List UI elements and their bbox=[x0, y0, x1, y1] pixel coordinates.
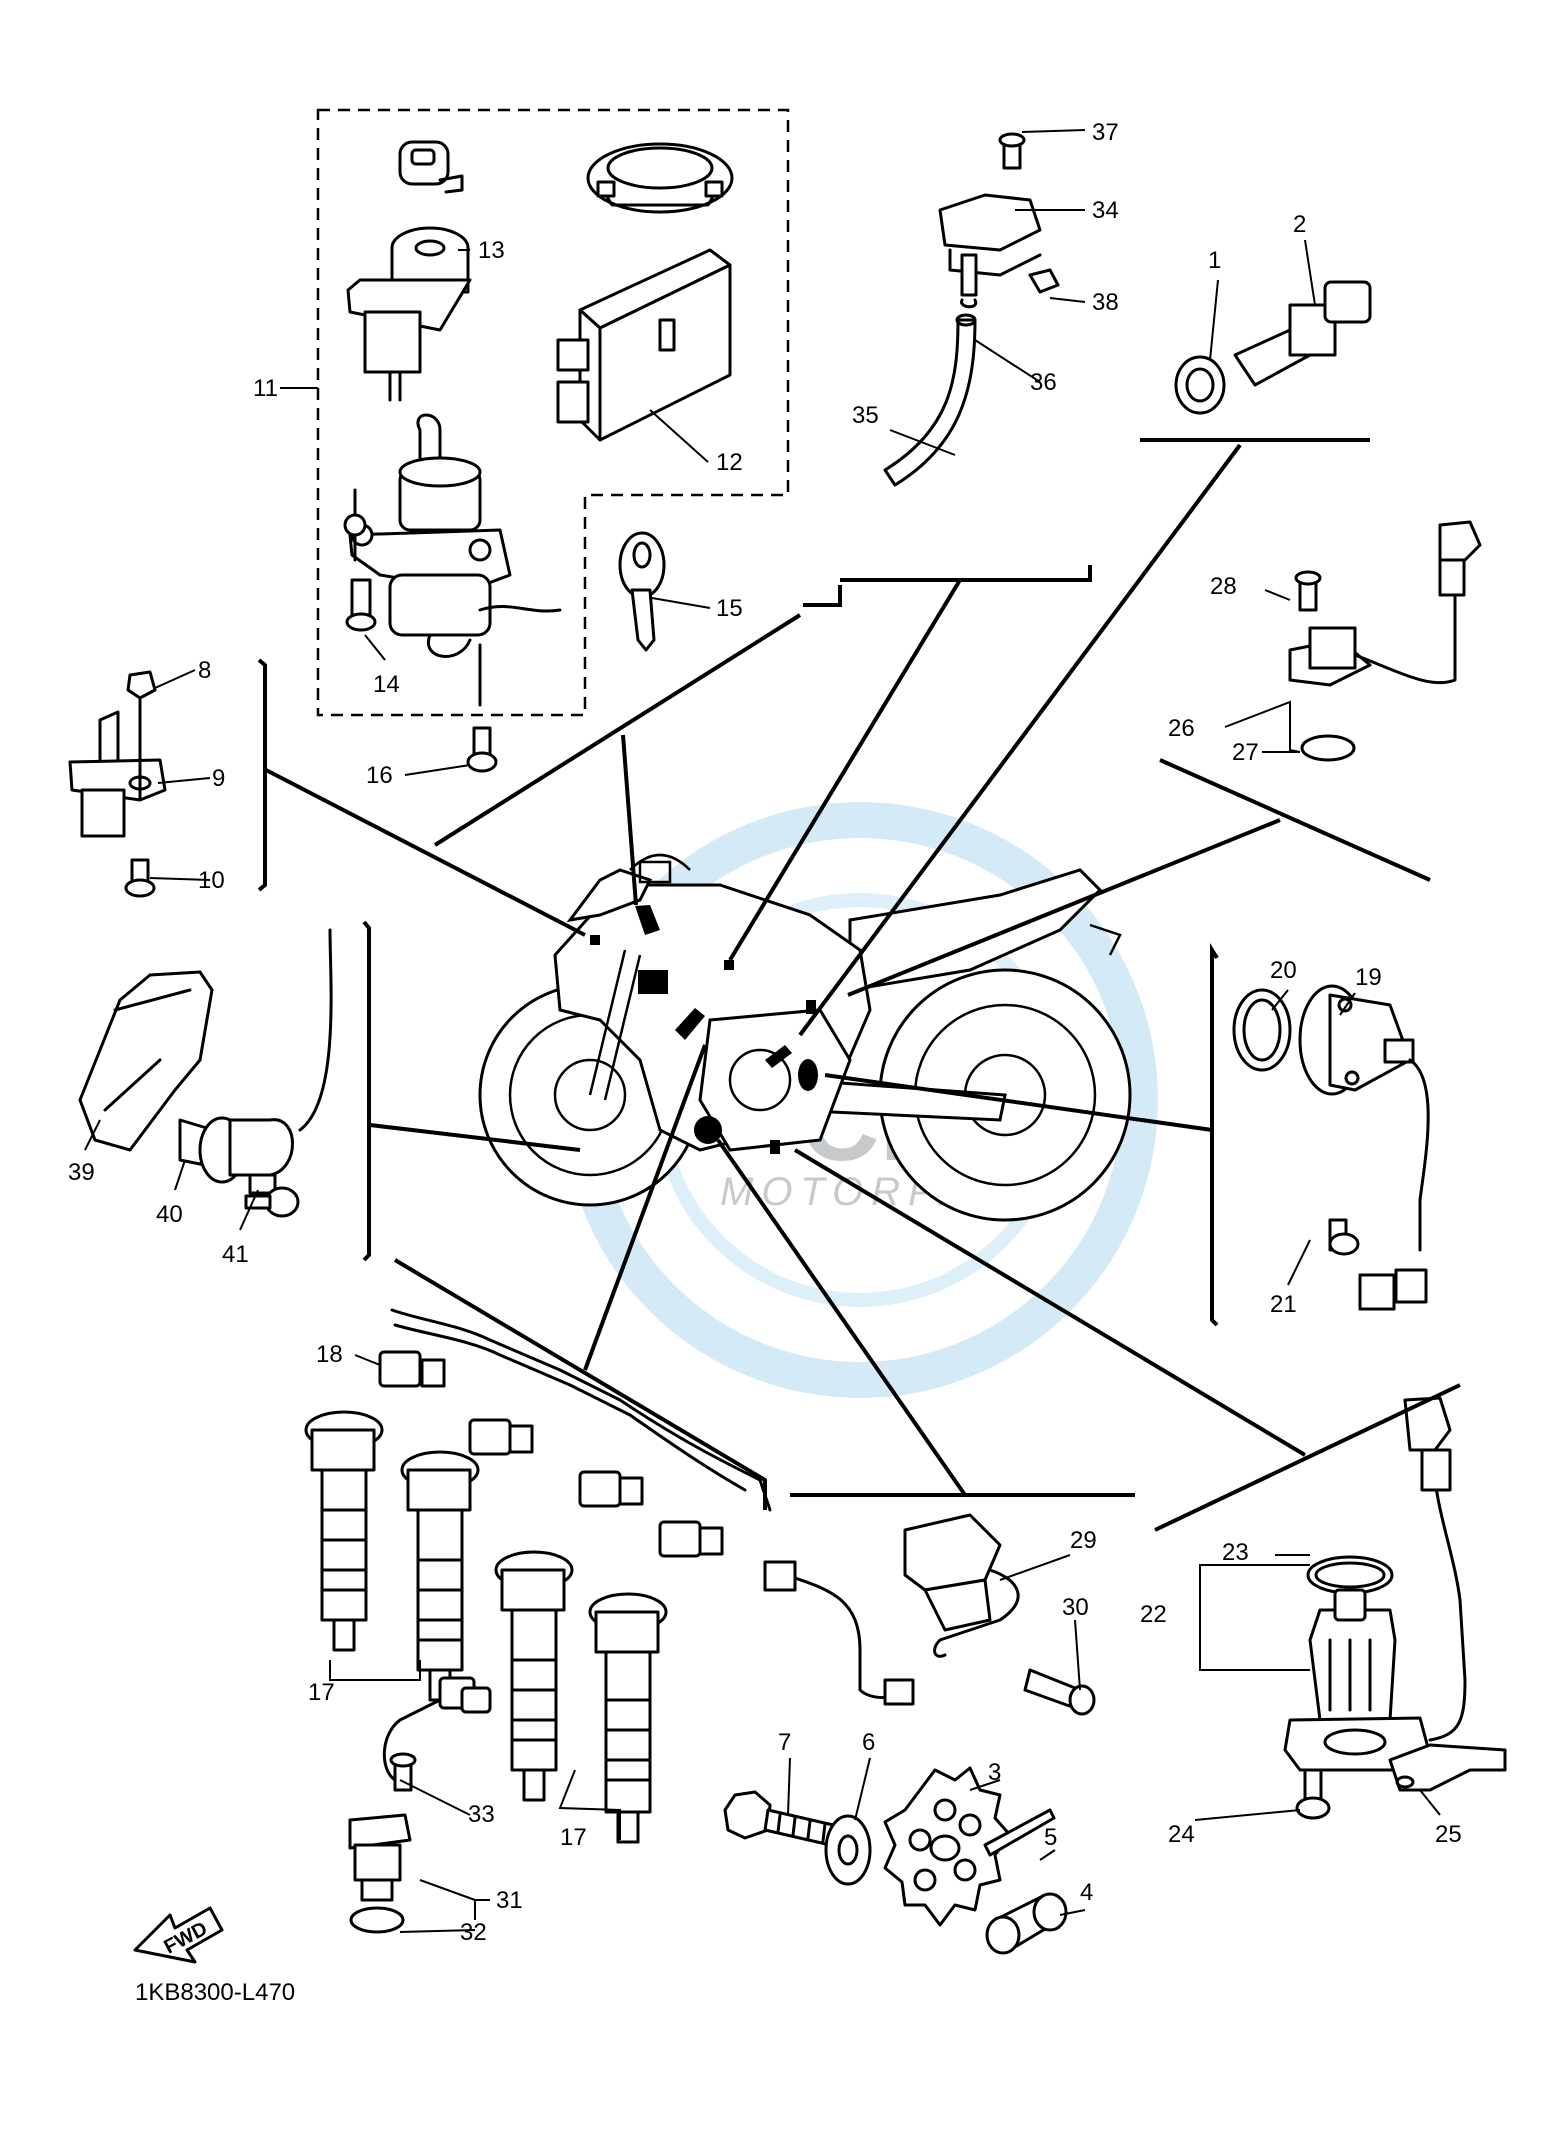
callout-8: 8 bbox=[198, 657, 211, 684]
map-sensor-part bbox=[883, 132, 1060, 487]
callout-27: 27 bbox=[1232, 739, 1259, 766]
sidestand-switch-part bbox=[1283, 1396, 1507, 1820]
callout-19: 19 bbox=[1355, 964, 1382, 991]
key-part bbox=[618, 531, 666, 652]
callout-20: 20 bbox=[1270, 957, 1297, 984]
kit-group-box bbox=[316, 108, 790, 717]
callout-5: 5 bbox=[1044, 1824, 1057, 1851]
temperature-sensor-part bbox=[1174, 280, 1372, 415]
neutral-sensor-part bbox=[763, 1513, 1096, 1716]
callout-1: 1 bbox=[1208, 247, 1221, 274]
callout-4: 4 bbox=[1080, 1879, 1093, 1906]
callout-39: 39 bbox=[68, 1159, 95, 1186]
callout-23: 23 bbox=[1222, 1539, 1249, 1566]
callout-9: 9 bbox=[212, 765, 225, 792]
callout-3: 3 bbox=[988, 1759, 1001, 1786]
callout-29: 29 bbox=[1070, 1527, 1097, 1554]
callout-36: 36 bbox=[1030, 369, 1057, 396]
bolt-16-part bbox=[466, 643, 498, 773]
callout-38: 38 bbox=[1092, 289, 1119, 316]
position-sensor-part bbox=[1288, 520, 1482, 762]
group-brackets bbox=[257, 438, 1461, 1532]
pointer-lines bbox=[265, 443, 1307, 1497]
left-sensor-part bbox=[68, 670, 167, 898]
callout-21: 21 bbox=[1270, 1291, 1297, 1318]
ecu-part bbox=[556, 248, 732, 442]
sprocket-group-part bbox=[723, 1766, 1068, 1955]
gear-sensor-part bbox=[1232, 984, 1430, 1311]
cam-sensor-part bbox=[78, 928, 333, 1218]
screw-14-part bbox=[343, 488, 377, 632]
callout-32: 32 bbox=[460, 1919, 487, 1946]
callout-28: 28 bbox=[1210, 573, 1237, 600]
callout-18: 18 bbox=[316, 1341, 343, 1368]
ignition-cylinder-part bbox=[346, 226, 472, 402]
seat-lock-part bbox=[398, 140, 464, 194]
callout-26: 26 bbox=[1168, 715, 1195, 742]
callout-35: 35 bbox=[852, 402, 879, 429]
callout-37: 37 bbox=[1092, 119, 1119, 146]
callout-6: 6 bbox=[862, 1729, 875, 1756]
callout-12: 12 bbox=[716, 449, 743, 476]
callout-15: 15 bbox=[716, 595, 743, 622]
callout-16: 16 bbox=[366, 762, 393, 789]
callout-22: 22 bbox=[1140, 1601, 1167, 1628]
callout-30: 30 bbox=[1062, 1594, 1089, 1621]
speed-sensor-part bbox=[348, 1676, 492, 1934]
callout-17b: 17 bbox=[560, 1824, 587, 1851]
callout-2: 2 bbox=[1293, 211, 1306, 238]
leader-lines bbox=[84, 129, 1441, 1933]
callout-13: 13 bbox=[478, 237, 505, 264]
callout-7: 7 bbox=[778, 1729, 791, 1756]
callout-14: 14 bbox=[373, 671, 400, 698]
callout-24: 24 bbox=[1168, 1821, 1195, 1848]
callouts: 1 2 3 4 5 6 7 8 9 10 11 12 13 14 15 16 1… bbox=[68, 119, 1462, 1946]
ignition-coils-part bbox=[304, 1308, 772, 1844]
callout-34: 34 bbox=[1092, 197, 1119, 224]
tank-cap-part bbox=[586, 142, 734, 214]
part-code: 1KB8300-L470 bbox=[135, 1979, 295, 2006]
callout-17a: 17 bbox=[308, 1679, 335, 1706]
callout-31: 31 bbox=[496, 1887, 523, 1914]
fwd-arrow-icon: FWD bbox=[133, 1906, 224, 1964]
callout-33: 33 bbox=[468, 1801, 495, 1828]
callout-41: 41 bbox=[222, 1241, 249, 1268]
callout-25: 25 bbox=[1435, 1821, 1462, 1848]
main-switch-part bbox=[348, 413, 562, 658]
motorcycle-illustration bbox=[478, 853, 1132, 1222]
callout-40: 40 bbox=[156, 1201, 183, 1228]
callout-10: 10 bbox=[198, 867, 225, 894]
callout-11: 11 bbox=[253, 375, 278, 402]
